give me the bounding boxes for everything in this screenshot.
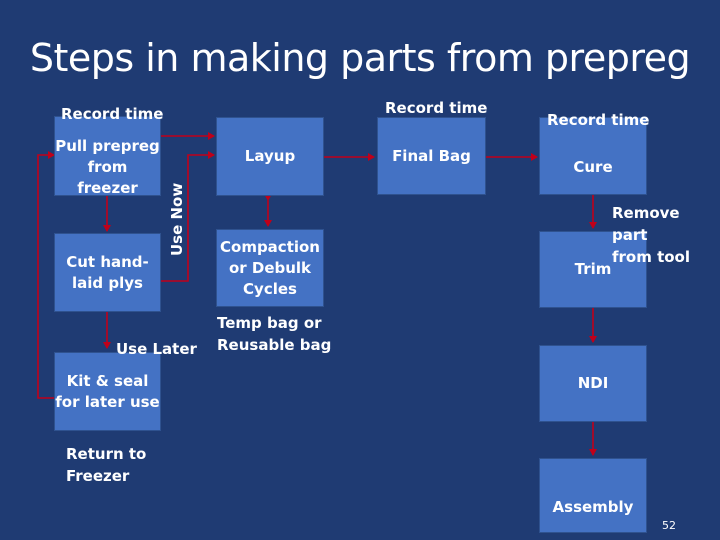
arrow-cut-to-layup: [161, 151, 215, 282]
page-number: 52: [662, 519, 676, 532]
box-trim: Trim: [539, 231, 647, 308]
label-record-time-finalbag: Record time: [385, 99, 488, 117]
arrow-kit-to-pull: [37, 151, 56, 399]
label-temp-bag: Temp bag or Reusable bag: [217, 314, 332, 354]
label-record-time-pull: Record time: [61, 105, 164, 123]
label-use-later: Use Later: [116, 340, 197, 358]
box-compaction: Compaction or Debulk Cycles: [216, 229, 324, 307]
box-pull-prepreg: Pull prepreg from freezer: [54, 116, 161, 197]
box-assembly: Assembly: [539, 458, 647, 533]
label-use-now: Use Now: [168, 182, 186, 256]
box-cure: Cure: [539, 117, 647, 195]
label-record-time-cure: Record time: [547, 111, 650, 129]
label-remove-part: Remove part from tool: [612, 204, 691, 266]
box-cut-plys: Cut hand- laid plys: [54, 233, 161, 312]
box-ndi: NDI: [539, 345, 647, 422]
box-final-bag: Final Bag: [377, 117, 486, 195]
box-layup: Layup: [216, 117, 324, 196]
box-kit-seal: Kit & seal for later use: [54, 352, 161, 431]
slide-title: Steps in making parts from prepreg: [29, 36, 691, 80]
label-return-to-freezer: Return to Freezer: [66, 445, 147, 485]
